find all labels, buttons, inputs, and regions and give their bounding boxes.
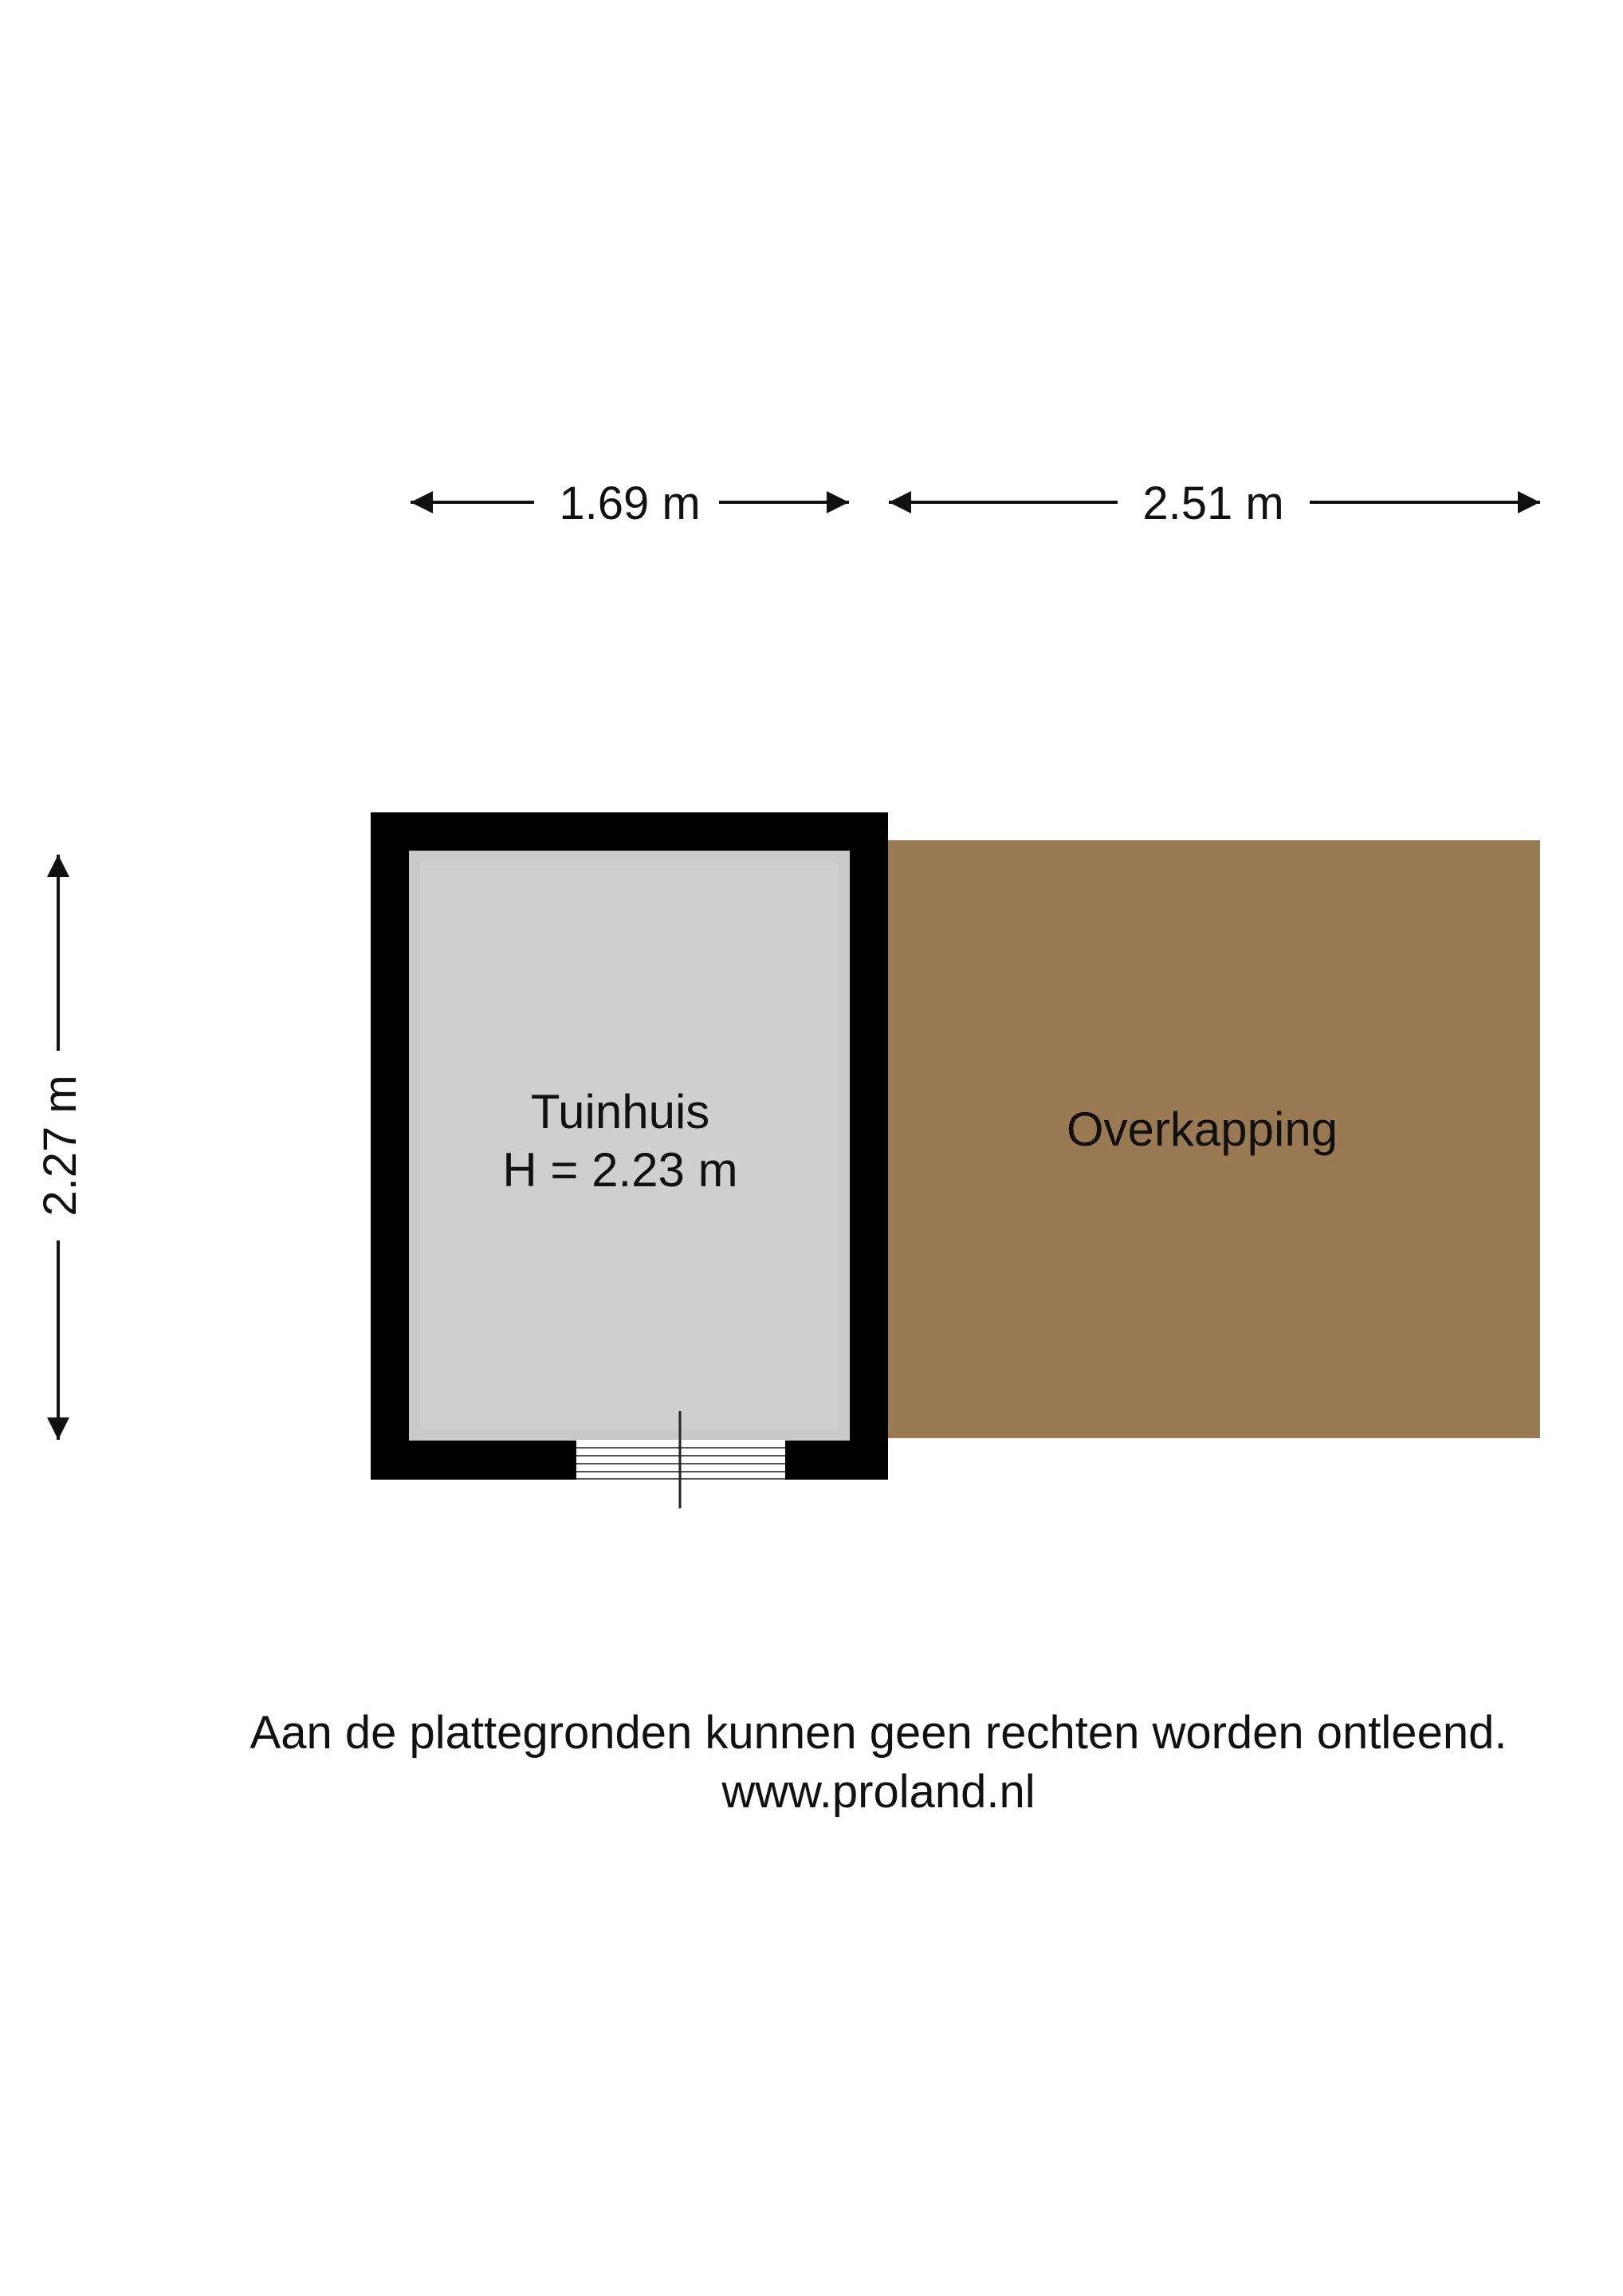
dimension-top-right: 2.51 m	[889, 478, 1540, 529]
dimension-left: 2.27 m	[34, 855, 86, 1440]
footer-disclaimer: Aan de plattegronden kunnen geen rechten…	[250, 1707, 1507, 1759]
dimension-top-left: 1.69 m	[411, 478, 849, 529]
door	[576, 1411, 785, 1508]
tuinhuis-floor-inner	[420, 862, 839, 1429]
dimension-label-1-69: 1.69 m	[559, 478, 700, 529]
overkapping-label: Overkapping	[1067, 1103, 1338, 1156]
footer-url: www.proland.nl	[721, 1766, 1035, 1818]
overkapping-area	[886, 840, 1540, 1438]
tuinhuis-label: Tuinhuis	[531, 1085, 710, 1138]
dimension-label-2-27: 2.27 m	[34, 1075, 86, 1216]
dimension-label-2-51: 2.51 m	[1142, 478, 1283, 529]
tuinhuis-height-label: H = 2.23 m	[502, 1143, 737, 1197]
